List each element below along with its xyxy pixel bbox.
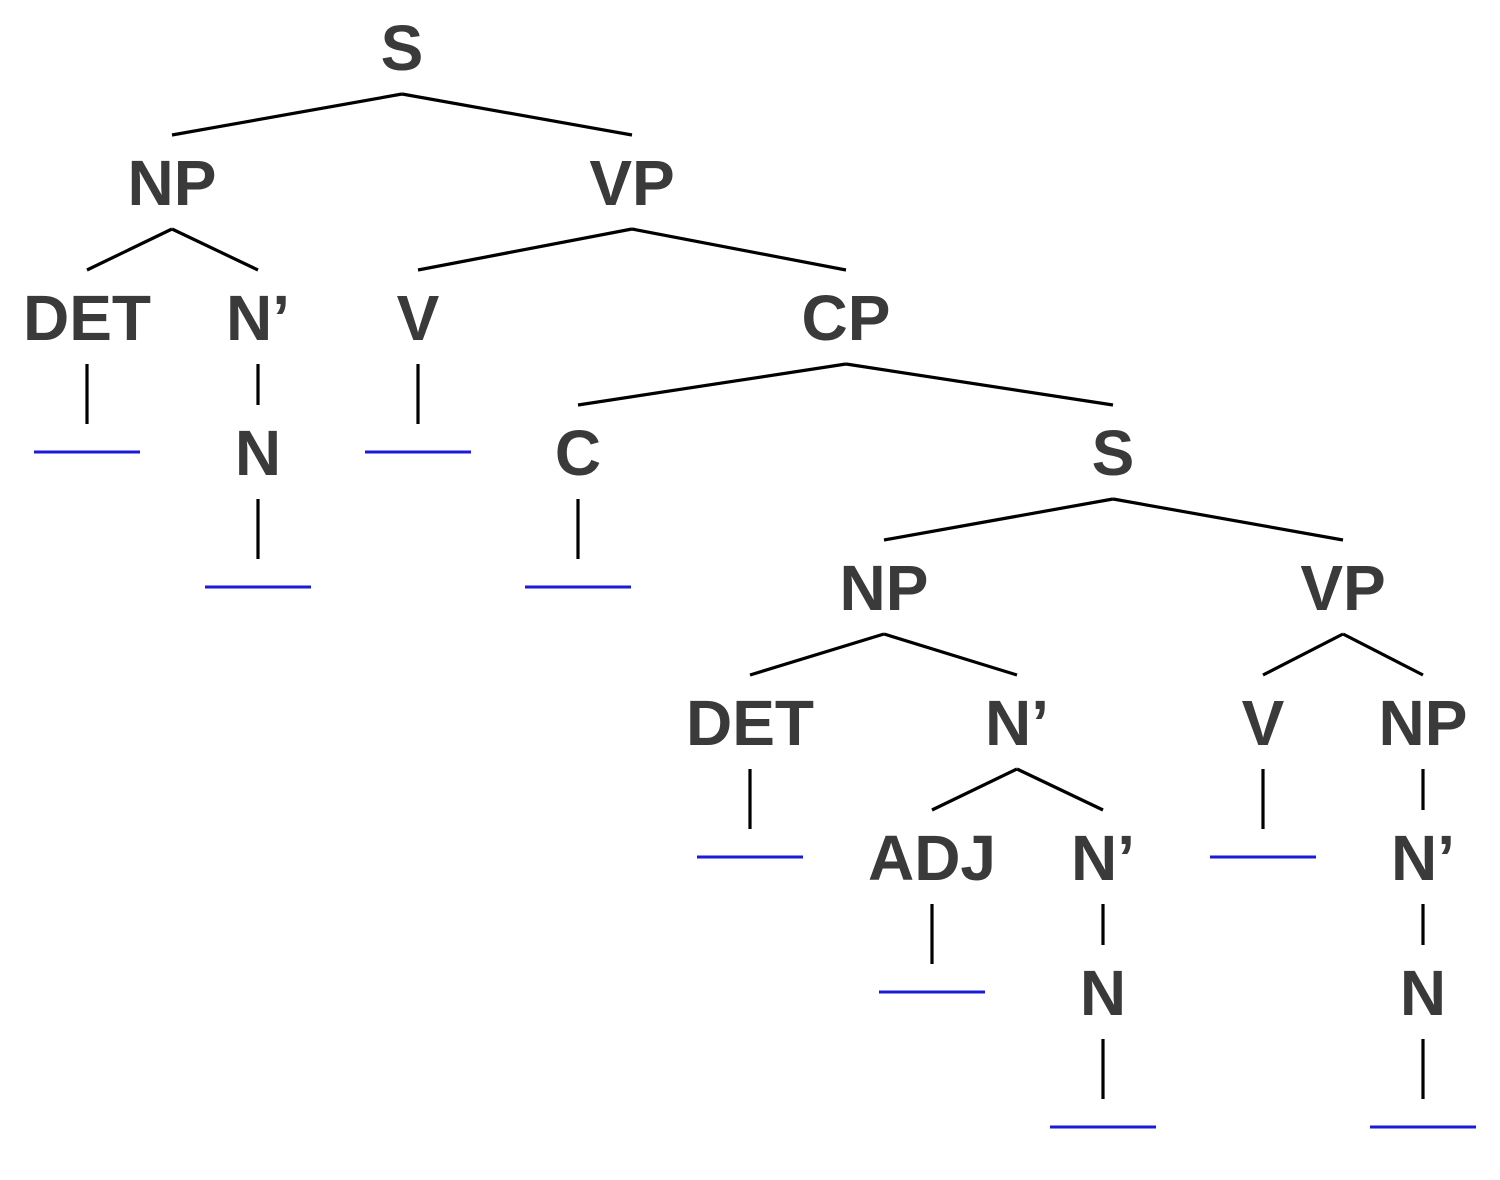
edge-cp-to-s	[845, 362, 1114, 407]
node-np: NP	[128, 147, 217, 219]
edge-np-to-n-bar	[883, 632, 1018, 677]
node-det: DET	[686, 687, 814, 759]
node-n: N	[1400, 957, 1446, 1029]
edge-s-to-vp	[401, 92, 633, 137]
edge-np-to-n-bar	[171, 227, 259, 272]
node-c: C	[555, 417, 601, 489]
node-n-bar: N’	[1391, 822, 1455, 894]
edge-s-to-np	[171, 92, 403, 137]
node-v: V	[1242, 687, 1285, 759]
node-np: NP	[1379, 687, 1468, 759]
edge-np-to-det	[749, 632, 885, 677]
node-s: S	[381, 12, 424, 84]
tree-edges	[85, 92, 1425, 1099]
edge-vp-to-v	[1262, 632, 1344, 677]
node-n-bar: N’	[985, 687, 1049, 759]
edge-np-to-det	[86, 227, 173, 272]
node-n: N	[235, 417, 281, 489]
node-s: S	[1092, 417, 1135, 489]
node-det: DET	[23, 282, 151, 354]
edge-vp-to-cp	[631, 227, 847, 272]
edge-s-to-vp	[1112, 497, 1344, 542]
node-cp: CP	[802, 282, 891, 354]
edge-s-to-np	[883, 497, 1114, 542]
edge-vp-to-v	[417, 227, 633, 272]
edge-n-bar-to-n-bar	[1016, 767, 1104, 812]
node-n-bar: N’	[226, 282, 290, 354]
answer-blanks	[34, 450, 1476, 1129]
node-n: N	[1080, 957, 1126, 1029]
node-vp: VP	[589, 147, 674, 219]
edge-n-bar-to-adj	[931, 767, 1018, 812]
edge-cp-to-c	[577, 362, 847, 407]
edge-vp-to-np	[1342, 632, 1424, 677]
node-v: V	[397, 282, 440, 354]
node-np: NP	[840, 552, 929, 624]
node-vp: VP	[1300, 552, 1385, 624]
node-n-bar: N’	[1071, 822, 1135, 894]
node-adj: ADJ	[868, 822, 996, 894]
